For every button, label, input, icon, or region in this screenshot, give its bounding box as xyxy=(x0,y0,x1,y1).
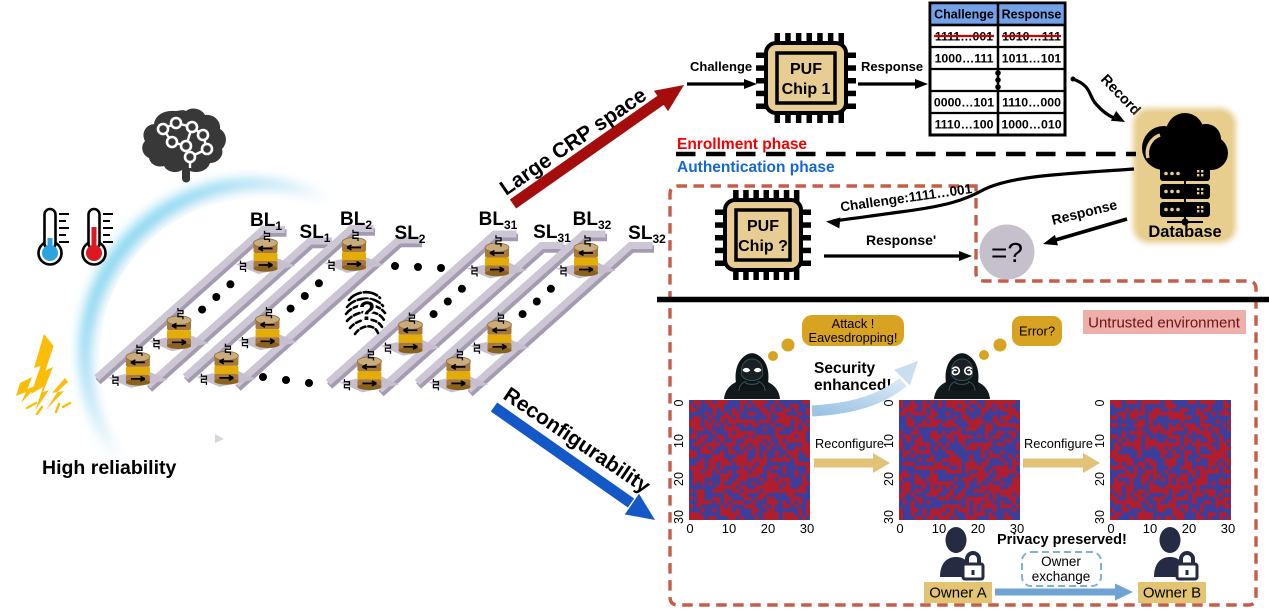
svg-text:Authentication phase: Authentication phase xyxy=(677,159,835,176)
svg-text:10: 10 xyxy=(882,434,896,448)
svg-text:Challenge: Challenge xyxy=(934,8,994,22)
svg-text:20: 20 xyxy=(1093,472,1107,486)
svg-text:Owner: Owner xyxy=(1041,554,1081,569)
svg-text:20: 20 xyxy=(882,472,896,486)
svg-text:SL1: SL1 xyxy=(300,222,331,245)
svg-text:High reliability: High reliability xyxy=(42,457,177,479)
svg-text:SL31: SL31 xyxy=(533,222,571,245)
svg-text:BL1: BL1 xyxy=(250,210,282,233)
svg-text:20: 20 xyxy=(971,521,985,536)
svg-text:Reconfigurability: Reconfigurability xyxy=(499,383,654,498)
svg-text:Owner A: Owner A xyxy=(929,585,987,602)
svg-text:30: 30 xyxy=(800,521,814,536)
svg-text:Chip ?: Chip ? xyxy=(738,238,788,255)
svg-text:Owner B: Owner B xyxy=(1143,585,1201,602)
svg-text:10: 10 xyxy=(1143,521,1157,536)
svg-text:enhanced!: enhanced! xyxy=(814,377,892,394)
svg-text:10: 10 xyxy=(672,434,686,448)
svg-text:Privacy preserved!: Privacy preserved! xyxy=(997,532,1127,548)
svg-text:20: 20 xyxy=(672,472,686,486)
svg-text:exchange: exchange xyxy=(1032,569,1091,584)
svg-text:?: ? xyxy=(359,296,376,326)
svg-text:Response: Response xyxy=(1002,8,1062,22)
svg-text:30: 30 xyxy=(1010,521,1024,536)
svg-text:10: 10 xyxy=(722,521,736,536)
svg-text:0: 0 xyxy=(672,399,686,406)
svg-text:BL32: BL32 xyxy=(573,209,612,232)
svg-text:PUF: PUF xyxy=(747,218,779,235)
svg-text:0: 0 xyxy=(896,521,903,536)
svg-text:Enrollment phase: Enrollment phase xyxy=(677,136,807,153)
svg-text:Security: Security xyxy=(814,360,876,377)
svg-text:Response: Response xyxy=(861,59,923,74)
svg-text:BL2: BL2 xyxy=(340,209,372,232)
svg-text:Reconfigure: Reconfigure xyxy=(815,436,884,451)
svg-text:=?: =? xyxy=(991,237,1023,268)
svg-text:1000…111: 1000…111 xyxy=(935,52,994,66)
svg-text:BL31: BL31 xyxy=(479,209,518,232)
svg-text:0: 0 xyxy=(1093,399,1107,406)
svg-text:SL2: SL2 xyxy=(395,223,426,246)
svg-text:20: 20 xyxy=(761,521,775,536)
svg-text:Eavesdropping!: Eavesdropping! xyxy=(809,330,898,345)
svg-text:0: 0 xyxy=(1107,521,1114,536)
svg-text:1110…000: 1110…000 xyxy=(1002,96,1061,110)
svg-text:Large CRP space: Large CRP space xyxy=(496,84,651,201)
svg-text:Attack !: Attack ! xyxy=(832,316,875,331)
svg-text:10: 10 xyxy=(932,521,946,536)
svg-text:20: 20 xyxy=(1182,521,1196,536)
svg-text:Chip 1: Chip 1 xyxy=(782,81,831,98)
svg-text:Response': Response' xyxy=(866,232,936,248)
svg-text:Database: Database xyxy=(1148,223,1221,241)
svg-text:1110…100: 1110…100 xyxy=(935,118,994,132)
svg-text:Untrusted environment: Untrusted environment xyxy=(1088,315,1241,332)
svg-text:PUF: PUF xyxy=(790,61,822,78)
svg-text:10: 10 xyxy=(1093,434,1107,448)
svg-text:Challenge: Challenge xyxy=(690,59,752,74)
svg-text:30: 30 xyxy=(1221,521,1235,536)
svg-text:0: 0 xyxy=(686,521,693,536)
svg-text:1011…101: 1011…101 xyxy=(1002,52,1062,66)
svg-text:30: 30 xyxy=(882,510,896,524)
svg-text:0: 0 xyxy=(882,399,896,406)
svg-text:30: 30 xyxy=(672,510,686,524)
svg-text:0000…101: 0000…101 xyxy=(934,96,994,110)
svg-text:Reconfigure: Reconfigure xyxy=(1024,436,1093,451)
svg-text:30: 30 xyxy=(1093,510,1107,524)
svg-text:1000…010: 1000…010 xyxy=(1001,118,1061,132)
svg-text:SL32: SL32 xyxy=(628,223,666,246)
svg-text:Error?: Error? xyxy=(1019,324,1055,339)
